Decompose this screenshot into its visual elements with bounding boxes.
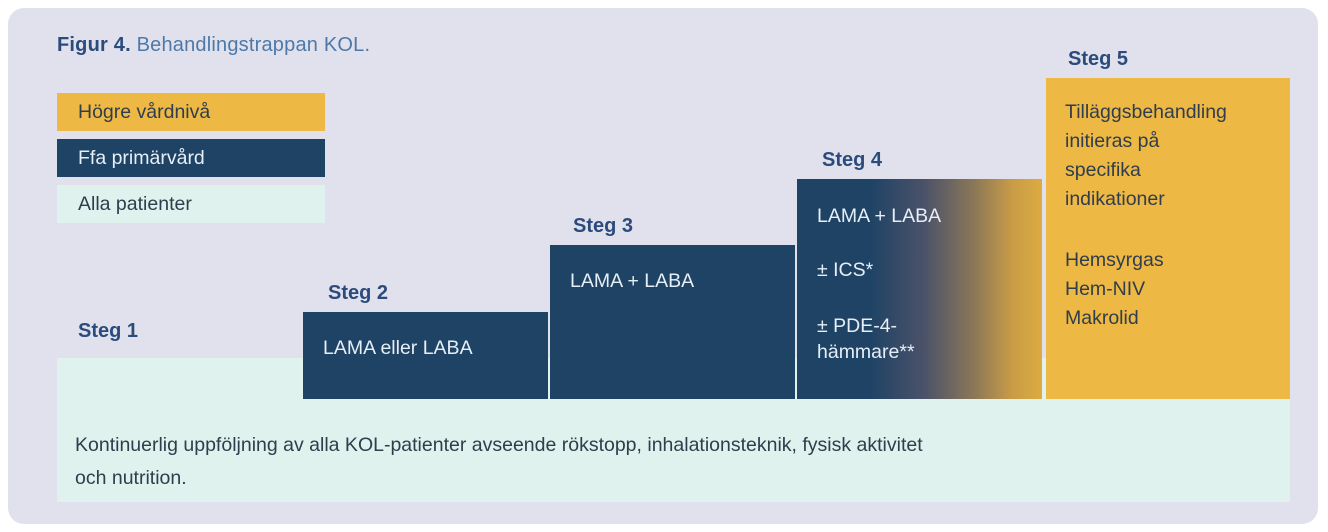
legend-item-higher-care: Högre vårdnivå xyxy=(57,93,325,131)
step-box-steg-2: LAMA eller LABA xyxy=(303,312,548,399)
legend-item-all-patients: Alla patienter xyxy=(57,185,325,223)
steg-5-treatment-hemsyrgas: Hemsyrgas xyxy=(1065,249,1164,271)
steg-4-treatment-line-2: ± ICS* xyxy=(817,259,874,281)
legend-label-all-patients: Alla patienter xyxy=(78,192,192,215)
steg-5-treatment-makrolid: Makrolid xyxy=(1065,307,1139,329)
steg-5-text-line-4: indikationer xyxy=(1065,188,1165,210)
figure-panel: Figur 4. Behandlingstrappan KOL. Högre v… xyxy=(8,8,1318,524)
follow-up-note: Kontinuerlig uppföljning av alla KOL-pat… xyxy=(75,429,923,495)
figure-number: Figur 4. xyxy=(57,34,131,56)
figure-caption: Behandlingstrappan KOL. xyxy=(130,34,371,56)
step-label-steg-5: Steg 5 xyxy=(1068,48,1129,70)
legend-item-primary-care: Ffa primärvård xyxy=(57,139,325,177)
figure-title: Figur 4. Behandlingstrappan KOL. xyxy=(57,34,370,57)
steg-4-treatment-line-1: LAMA + LABA xyxy=(817,205,942,227)
legend-label-primary-care: Ffa primärvård xyxy=(78,146,205,169)
step-label-steg-4: Steg 4 xyxy=(822,149,883,171)
steg-5-text-line-3: specifika xyxy=(1065,159,1141,181)
follow-up-note-line-2: och nutrition. xyxy=(75,467,187,489)
steg-3-treatment: LAMA + LABA xyxy=(570,270,695,292)
step-box-steg-3: LAMA + LABA xyxy=(550,245,795,399)
step-box-steg-5: Tilläggsbehandling initieras på specifik… xyxy=(1046,78,1290,399)
follow-up-note-line-1: Kontinuerlig uppföljning av alla KOL-pat… xyxy=(75,434,923,456)
step-label-steg-1: Steg 1 xyxy=(78,320,139,342)
step-box-steg-4: LAMA + LABA ± ICS* ± PDE-4- hämmare** xyxy=(797,179,1042,399)
steg-4-treatment-line-4: hämmare** xyxy=(817,341,915,363)
step-label-steg-2: Steg 2 xyxy=(328,282,389,304)
steg-5-text-line-1: Tilläggsbehandling xyxy=(1065,101,1227,123)
legend-label-higher-care: Högre vårdnivå xyxy=(78,100,211,123)
steg-5-text-line-2: initieras på xyxy=(1065,130,1160,152)
steg-5-treatment-hem-niv: Hem-NIV xyxy=(1065,278,1146,300)
steg-4-treatment-line-3: ± PDE-4- xyxy=(817,315,898,337)
step-label-steg-3: Steg 3 xyxy=(573,215,634,237)
steg-2-treatment: LAMA eller LABA xyxy=(323,337,473,359)
